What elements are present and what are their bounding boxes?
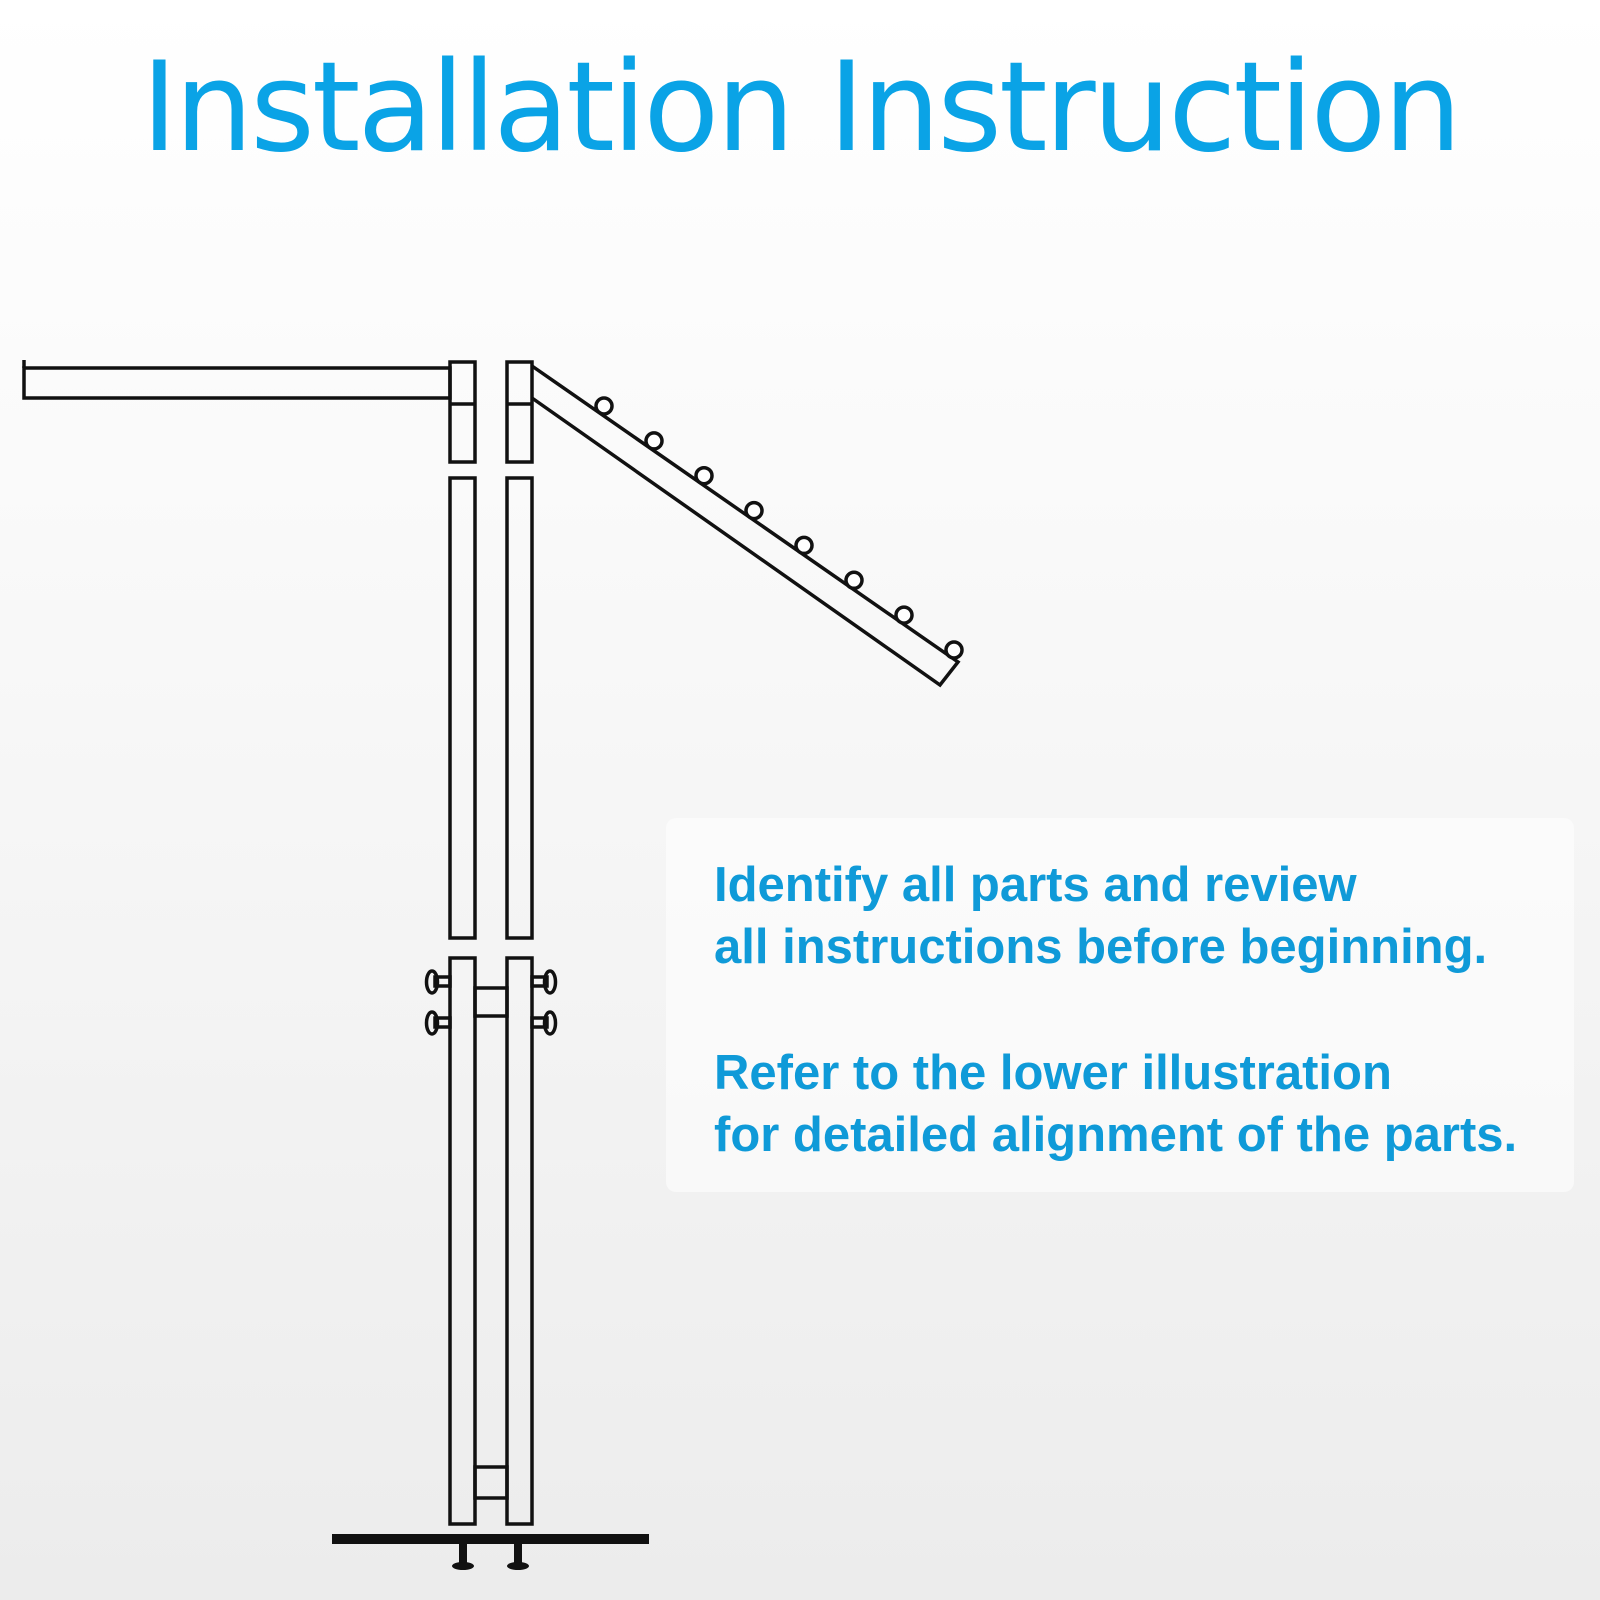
right-knob-screws xyxy=(530,969,558,1036)
hook-knob xyxy=(694,465,714,486)
instructions-panel: Identify all parts and review all instru… xyxy=(666,818,1574,1192)
instruction-line: all instructions before beginning. xyxy=(714,920,1488,974)
hook-knob xyxy=(894,605,914,625)
straight-arm xyxy=(22,360,452,400)
right-upright-lower xyxy=(505,956,534,1526)
left-upright-middle xyxy=(448,476,477,940)
leveling-feet xyxy=(452,1544,529,1570)
instruction-line: Identify all parts and review xyxy=(714,858,1357,912)
hook-knob xyxy=(844,570,864,591)
instruction-line: Refer to the lower illustration xyxy=(714,1046,1392,1100)
hook-knob xyxy=(794,535,814,556)
left-arm-bracket xyxy=(448,360,477,464)
waterfall-hooks xyxy=(594,396,964,660)
paragraph-gap xyxy=(714,978,1574,1042)
right-upright-middle xyxy=(505,476,534,940)
upper-connector xyxy=(473,986,509,1018)
right-arm-bracket xyxy=(505,360,534,464)
left-upright-lower xyxy=(448,956,477,1526)
hook-knob xyxy=(744,500,764,521)
hook-knob xyxy=(594,396,614,416)
page-title: Installation Instruction xyxy=(141,36,1462,180)
waterfall-arm xyxy=(530,364,961,688)
hook-knob xyxy=(944,640,964,660)
instruction-line: for detailed alignment of the parts. xyxy=(714,1108,1518,1162)
base-plate xyxy=(332,1534,649,1544)
left-knob-screws xyxy=(424,969,452,1036)
lower-connector xyxy=(473,1465,509,1500)
hook-knob xyxy=(644,431,664,451)
